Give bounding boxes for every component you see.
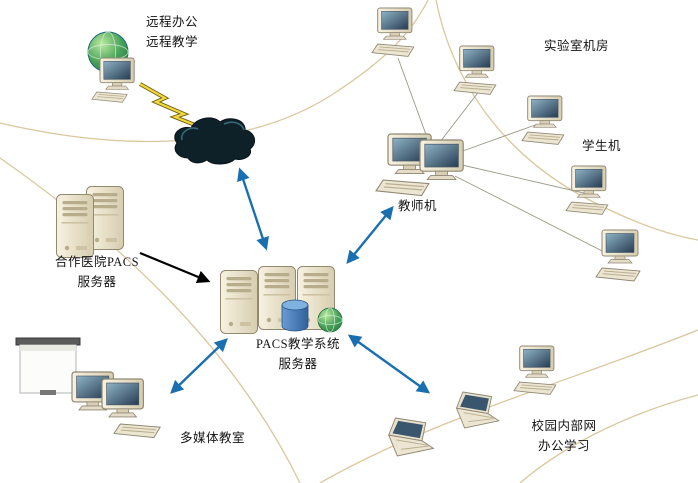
student-pc-icon xyxy=(522,96,564,144)
curve-top-left xyxy=(0,0,429,143)
server-tower-icon xyxy=(56,194,94,258)
remote-keyboard-icon xyxy=(91,91,128,103)
curve-top-right xyxy=(435,0,698,241)
hospital-pacs-servers-icon xyxy=(56,186,124,258)
lightning-bolt-icon xyxy=(139,82,196,127)
database-cylinder-icon xyxy=(281,299,309,332)
label-multimedia-classroom: 多媒体教室 xyxy=(180,431,246,445)
globe-icon xyxy=(317,307,343,333)
arrow-cloud-server xyxy=(237,167,269,251)
campus-pc-icon xyxy=(514,346,556,394)
laptop-icon xyxy=(456,391,500,429)
student-pc-icon xyxy=(596,230,640,281)
arrow-server-campus xyxy=(347,334,431,394)
link-teacher-lab-pc-2 xyxy=(439,89,481,143)
label-pacs-teaching-server: PACS教学系统 服务器 xyxy=(255,337,341,371)
projector-screen-icon xyxy=(15,337,81,395)
link-teacher-student-pc-2 xyxy=(461,164,589,195)
label-campus-intranet: 校园内部网 办公学习 xyxy=(531,419,597,453)
lan-links xyxy=(397,57,613,257)
curve-bottom-right-b xyxy=(519,394,698,483)
keyboard-icon xyxy=(375,179,430,197)
label-teacher-machine: 教师机 xyxy=(398,199,438,213)
link-teacher-student-pc-3 xyxy=(454,175,613,257)
curve-left-down xyxy=(0,157,301,483)
monitor-icon xyxy=(419,139,464,181)
arrow-server-multimedia xyxy=(170,338,228,394)
label-remote-office: 远程办公 远程教学 xyxy=(146,15,199,49)
label-lab-room: 实验室机房 xyxy=(544,39,610,53)
arrows xyxy=(139,167,431,394)
multimedia-workstation-icon xyxy=(71,371,161,439)
label-student-machines: 学生机 xyxy=(582,139,622,153)
curve-bottom-right-a xyxy=(319,329,698,483)
lab-pc-icon xyxy=(454,46,496,94)
laptop-icon xyxy=(388,417,434,457)
arrow-hospital-server xyxy=(139,251,211,284)
server-tower-icon xyxy=(220,270,258,334)
remote-office-icon xyxy=(87,31,135,103)
pacs-server-cluster-icon xyxy=(220,266,343,334)
student-pc-icon xyxy=(566,166,608,214)
remote-monitor-icon xyxy=(99,57,135,90)
link-teacher-lab-pc-1 xyxy=(397,57,429,141)
keyboard-icon xyxy=(113,423,161,439)
internet-cloud-icon xyxy=(174,117,256,165)
monitor-icon xyxy=(101,378,144,418)
label-hospital-pacs-server: 合作医院PACS 服务器 xyxy=(54,255,140,289)
link-teacher-student-pc-1 xyxy=(459,123,539,153)
lab-pc-icon xyxy=(372,8,414,56)
teacher-workstation-icon xyxy=(375,133,464,197)
arrow-server-teacher xyxy=(346,205,394,265)
